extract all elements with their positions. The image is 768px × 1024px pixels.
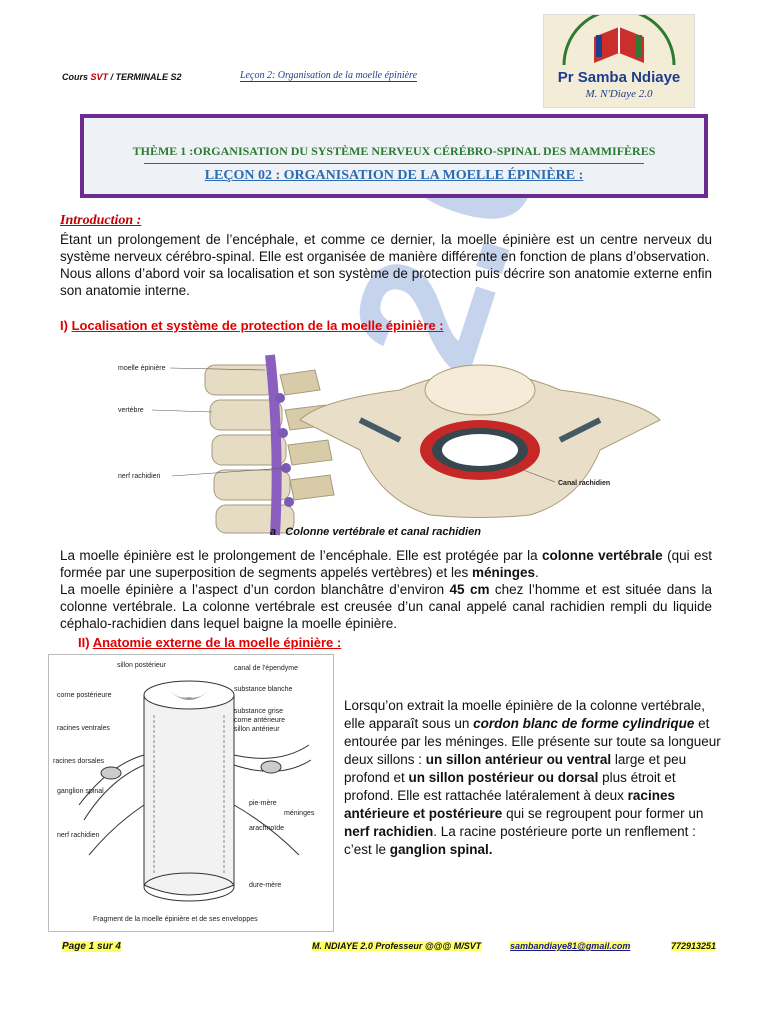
section-1-paragraph-2: La moelle épinière a l’aspect d’un cordo… bbox=[60, 582, 713, 631]
theme-divider bbox=[144, 163, 644, 164]
course-label: Cours SVT / TERMINALE S2 bbox=[62, 72, 182, 82]
section-2-heading: II) Anatomie externe de la moelle épiniè… bbox=[78, 635, 342, 650]
label-pie-mere: pie-mère bbox=[249, 800, 277, 807]
label-dure-mere: dure-mère bbox=[249, 882, 281, 889]
label-vertebre: vertèbre bbox=[118, 407, 144, 414]
intro-paragraph-2: Nous allons d’abord voir sa localisation… bbox=[60, 266, 712, 298]
label-ganglion-spinal: ganglion spinal bbox=[57, 788, 104, 795]
lesson-tag: Leçon 2: Organisation de la moelle épini… bbox=[240, 70, 418, 82]
intro-paragraph-1: Étant un prolongement de l’encéphale, et… bbox=[60, 232, 712, 264]
intro-heading: Introduction : bbox=[60, 213, 142, 228]
theme-box: THÈME 1 :ORGANISATION DU SYSTÈME NERVEUX… bbox=[80, 114, 708, 198]
section-1-heading: I) Localisation et système de protection… bbox=[60, 318, 444, 333]
book-logo-icon bbox=[562, 15, 676, 66]
section-1-paragraph-1: La moelle épinière est le prolongement d… bbox=[60, 548, 713, 580]
label-racines-ventrales: racines ventrales bbox=[57, 725, 110, 732]
vertebra-section-illustration bbox=[299, 364, 661, 518]
vertebral-column-illustration bbox=[204, 354, 335, 536]
footer-email-link[interactable]: sambandiaye81@gmail.com bbox=[510, 941, 631, 951]
spine-figure: moelle épinière vertèbre nerf rachidien … bbox=[118, 354, 661, 536]
label-canal: Canal rachidien bbox=[558, 480, 610, 487]
spinal-cord-illustration bbox=[78, 680, 312, 902]
label-canal-ependyme: canal de l'épendyme bbox=[234, 665, 298, 672]
intro-text: Étant un prolongement de l’encéphale, et… bbox=[60, 231, 712, 299]
section-2-text: Lorsqu’on extrait la moelle épinière de … bbox=[344, 698, 721, 857]
theme-title: THÈME 1 :ORGANISATION DU SYSTÈME NERVEUX… bbox=[132, 144, 656, 158]
figure-2-caption: Fragment de la moelle épinière et de ses… bbox=[93, 916, 258, 923]
label-substance-blanche: substance blanche bbox=[234, 686, 292, 693]
figure-1-caption: a Colonne vertébrale et canal rachidien bbox=[270, 526, 481, 538]
label-nerf-rachidien: nerf rachidien bbox=[57, 832, 100, 839]
label-moelle: moelle épinière bbox=[118, 365, 166, 372]
label-meninges: méninges bbox=[284, 810, 315, 817]
logo-name: Pr Samba Ndiaye bbox=[557, 69, 681, 86]
lesson-title: LEÇON 02 : ORGANISATION DE LA MOELLE ÉPI… bbox=[204, 168, 584, 183]
label-nerf: nerf rachidien bbox=[118, 473, 161, 480]
label-sillon-posterieur: sillon postérieur bbox=[117, 662, 167, 669]
footer-phone: 772913251 bbox=[671, 941, 717, 951]
spinal-cord-figure: sillon postérieur canal de l'épendyme co… bbox=[48, 654, 334, 932]
section-1-text: La moelle épinière est le prolongement d… bbox=[60, 547, 712, 632]
label-arachnoide: arachnoïde bbox=[249, 825, 284, 832]
label-corne-anterieure: corne antérieure bbox=[234, 717, 285, 724]
label-substance-grise: substance grise bbox=[234, 708, 283, 715]
author-logo: Pr Samba Ndiaye M. N'Diaye 2.0 bbox=[543, 14, 695, 108]
label-sillon-anterieur: sillon antérieur bbox=[234, 726, 280, 733]
logo-subtitle: M. N'Diaye 2.0 bbox=[585, 88, 653, 100]
page-number: Page 1 sur 4 bbox=[62, 941, 121, 952]
footer-author: M. NDIAYE 2.0 Professeur @@@ M/SVT bbox=[312, 941, 482, 951]
label-corne-posterieure: corne postérieure bbox=[57, 692, 112, 699]
label-racines-dorsales: racines dorsales bbox=[53, 758, 104, 765]
